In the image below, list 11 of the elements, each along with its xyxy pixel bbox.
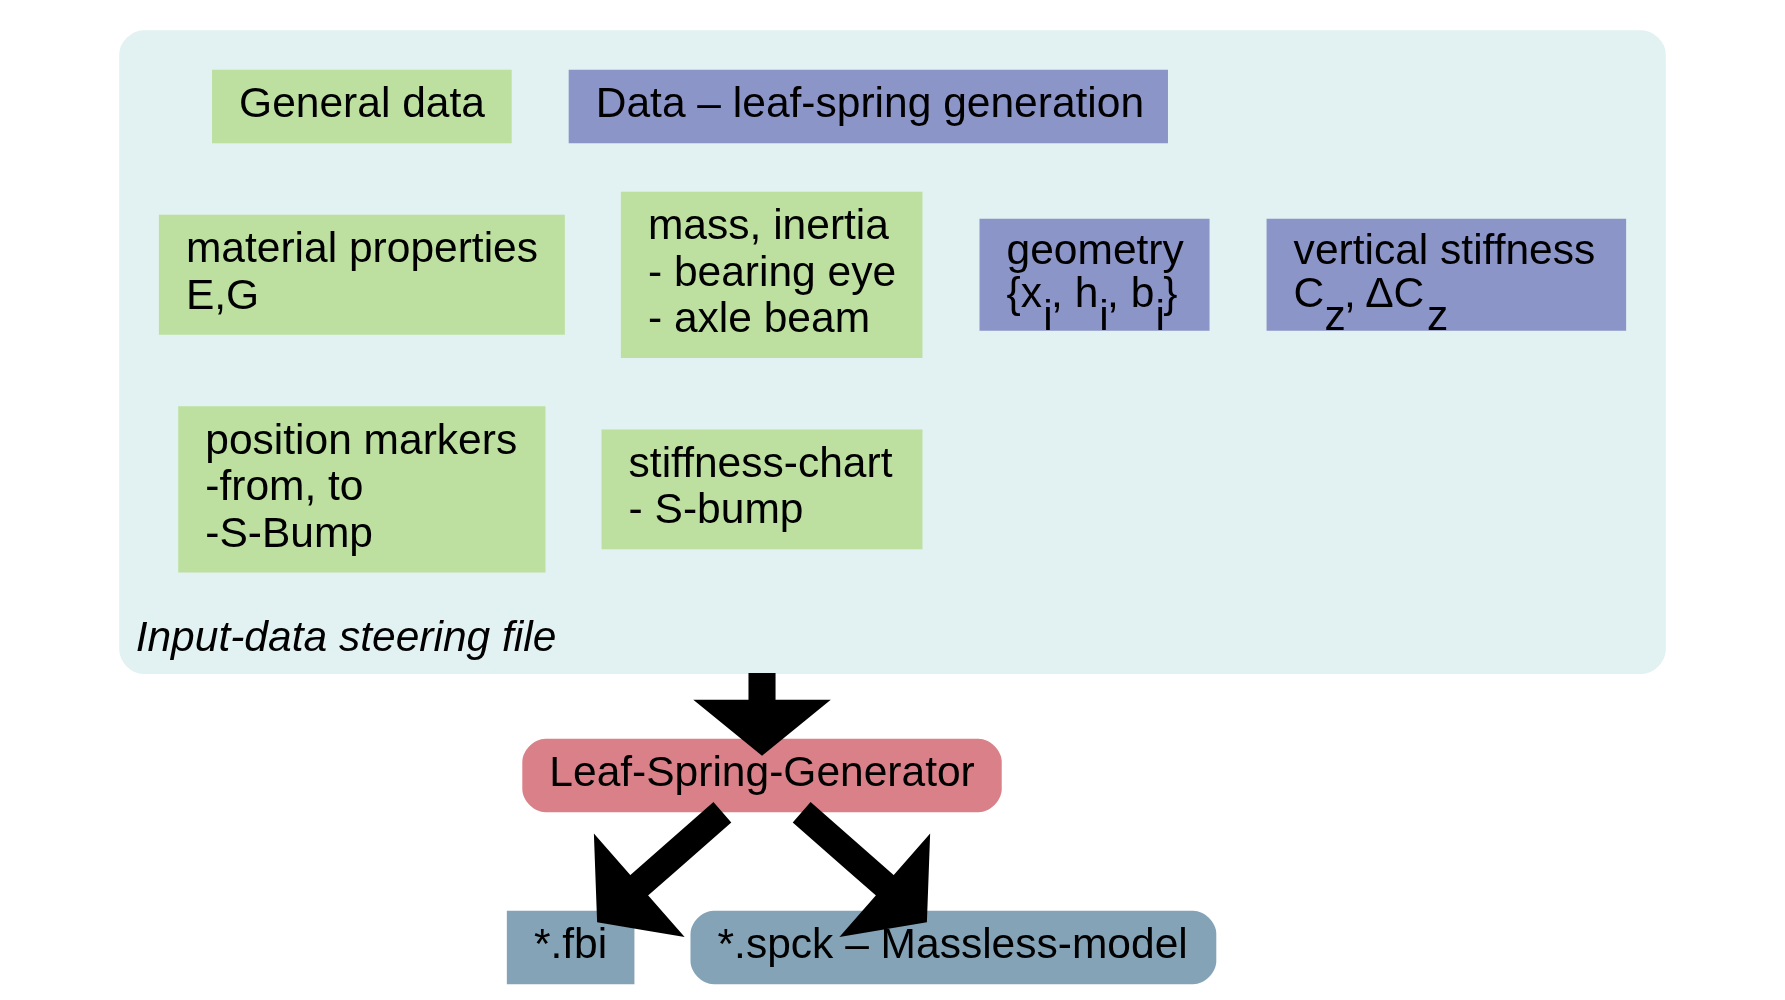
node-box: General data bbox=[212, 69, 512, 144]
node-box: Leaf-Spring-Generator bbox=[522, 738, 1002, 813]
node-box: stiffness-chart - S-bump bbox=[601, 429, 923, 550]
node-box: *.spck – Massless-model bbox=[690, 910, 1217, 985]
arrow bbox=[693, 673, 831, 756]
node-box: Data – leaf-spring generation bbox=[568, 69, 1168, 144]
node-box: position markers -from, to -S-Bump bbox=[178, 406, 546, 573]
node-box: mass, inertia - bearing eye - axle beam bbox=[620, 191, 923, 358]
node-box: material properties E,G bbox=[158, 214, 565, 335]
node-box: *.fbi bbox=[506, 910, 635, 985]
arrow bbox=[593, 802, 732, 937]
